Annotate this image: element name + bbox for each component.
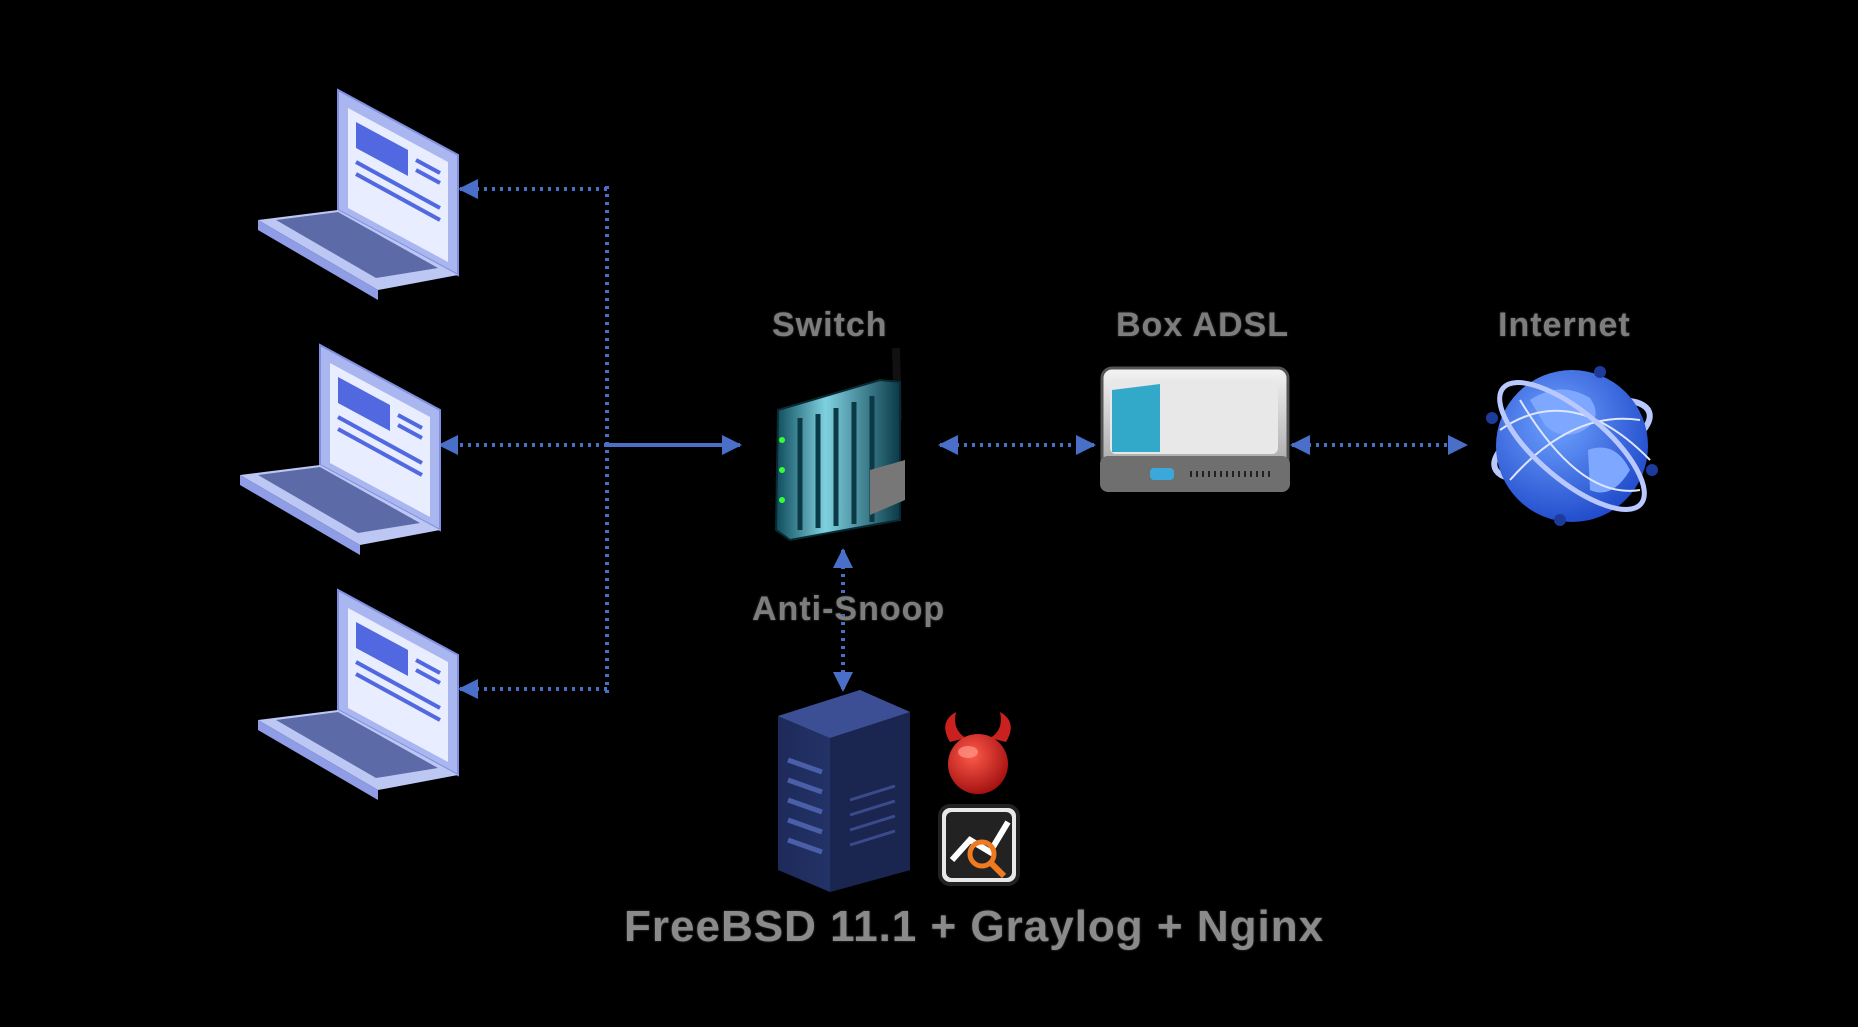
laptop-icon xyxy=(258,588,459,800)
modem-icon xyxy=(1100,366,1290,492)
connectors xyxy=(438,179,1468,699)
network-switch-icon xyxy=(774,347,905,542)
server-label: FreeBSD 11.1 + Graylog + Nginx xyxy=(624,902,1325,951)
switch-label: Switch xyxy=(772,306,888,344)
graylog-icon xyxy=(938,804,1020,886)
port-label: Anti-Snoop xyxy=(752,590,946,628)
freebsd-daemon-icon xyxy=(945,712,1011,794)
globe-icon xyxy=(1486,366,1658,526)
server-tower-icon xyxy=(778,690,910,892)
laptop-icon xyxy=(240,343,441,555)
internet-label: Internet xyxy=(1498,306,1631,344)
modem-label: Box ADSL xyxy=(1116,306,1289,344)
laptop-icon xyxy=(258,88,459,300)
